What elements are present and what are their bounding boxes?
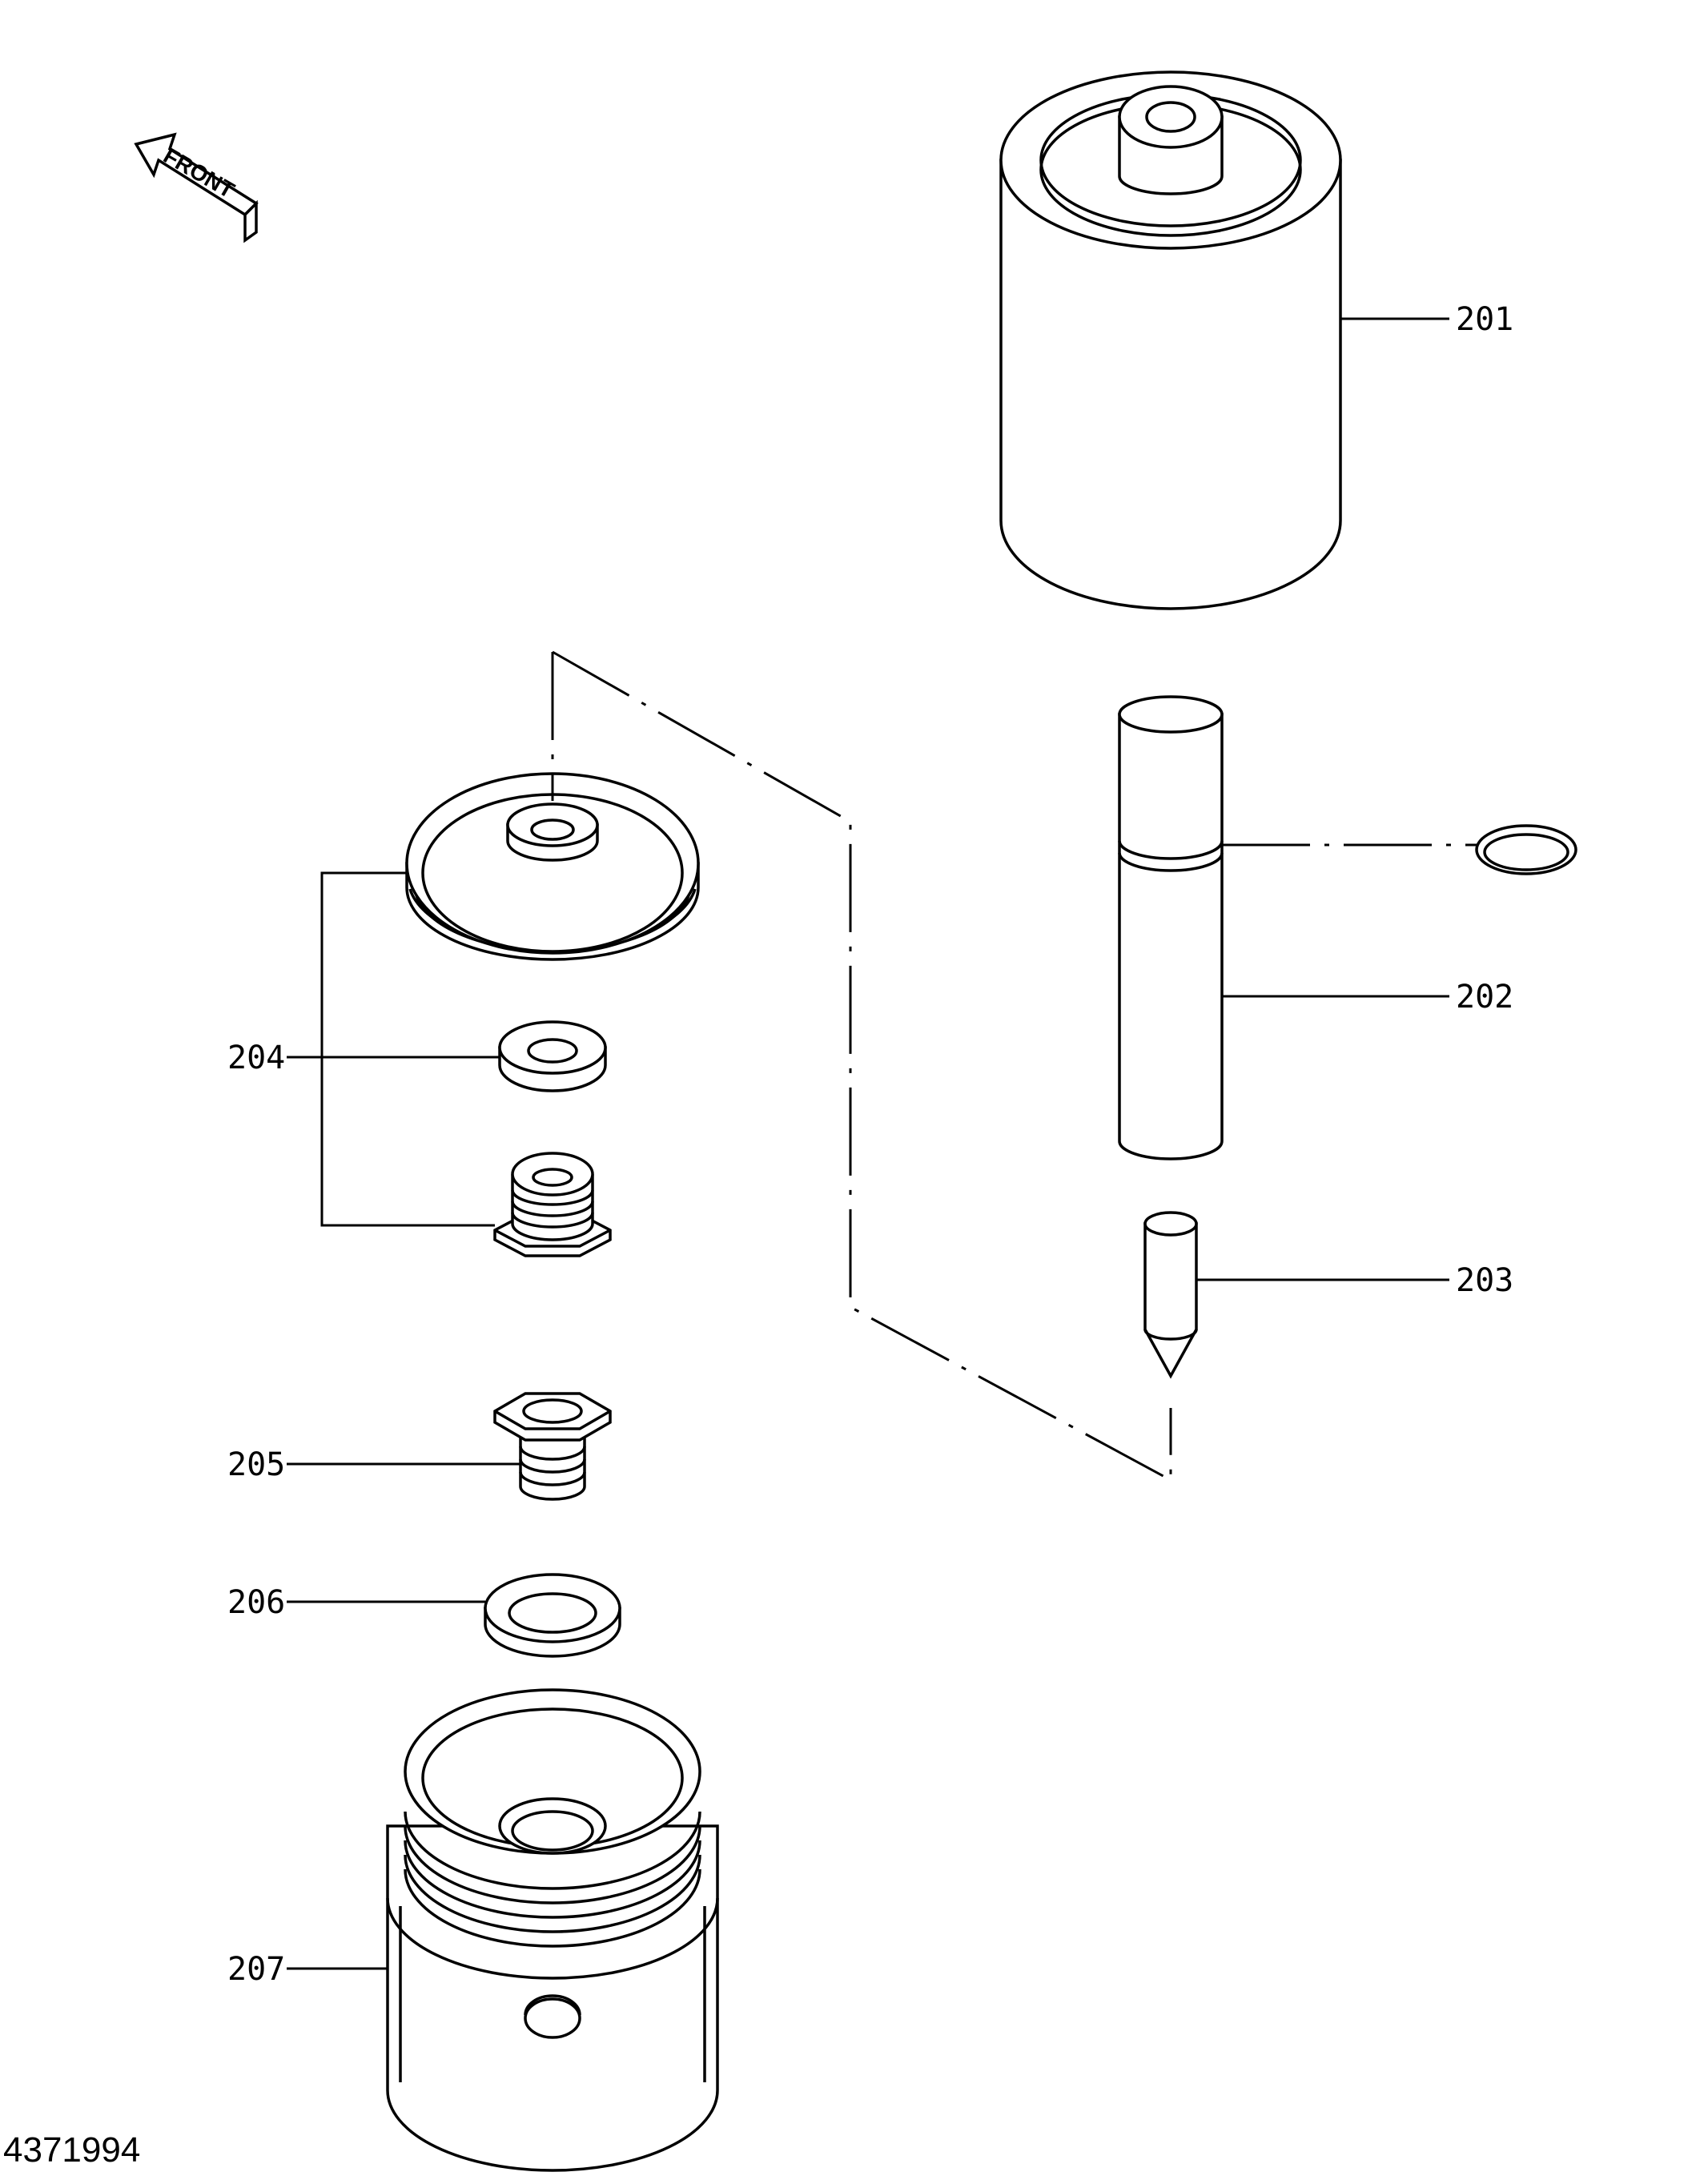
- front-label: FRONT: [159, 143, 239, 203]
- threaded-housing-icon: [386, 1688, 719, 2172]
- cap-assembly-icon: [405, 772, 700, 961]
- part-label-206: 206: [227, 1584, 285, 1621]
- threaded-fitting-icon: [493, 1152, 612, 1257]
- washer-icon: [484, 1573, 621, 1658]
- hex-plug-icon: [493, 1392, 612, 1501]
- document-id: 4371994: [3, 2130, 141, 2170]
- seal-ring-icon: [498, 1020, 607, 1092]
- part-label-204: 204: [227, 1040, 285, 1076]
- filter-canister-icon: [999, 70, 1342, 610]
- assembly-path: [551, 650, 1477, 1482]
- leader-lines: [287, 317, 1449, 1970]
- part-label-205: 205: [227, 1446, 285, 1483]
- part-label-207: 207: [227, 1951, 285, 1988]
- part-label-201: 201: [1456, 301, 1513, 338]
- filter-rod-icon: [1118, 695, 1224, 1160]
- front-arrow-icon: FRONT: [134, 132, 259, 243]
- pointed-pin-icon: [1143, 1211, 1198, 1379]
- part-label-203: 203: [1456, 1262, 1513, 1299]
- o-ring-icon: [1475, 824, 1577, 875]
- part-label-202: 202: [1456, 979, 1513, 1016]
